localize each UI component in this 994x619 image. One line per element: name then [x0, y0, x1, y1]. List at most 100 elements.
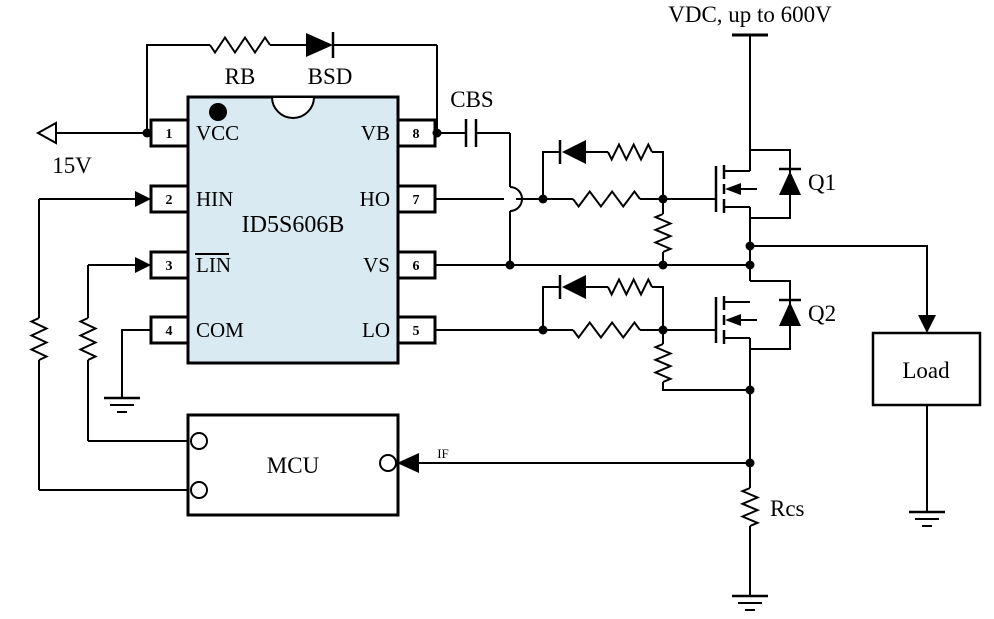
pin-num-6: 6: [413, 259, 420, 274]
if-arrow-icon: [397, 453, 419, 473]
pin-num-1: 1: [166, 127, 173, 142]
resistor-hin-pulldown: [29, 317, 49, 361]
q2-body-diode-icon: [779, 302, 801, 326]
junction-q1-pd-vs: [658, 260, 668, 270]
junction-cbs-vs: [505, 260, 515, 270]
pin-num-8: 8: [413, 127, 420, 142]
capacitor-cbs: [464, 119, 478, 147]
resistor-q1-gs: [652, 213, 674, 253]
mosfet-q1: [714, 165, 757, 213]
pin-num-2: 2: [166, 193, 173, 208]
resistor-lin-pulldown: [78, 317, 98, 361]
pin-label-vs: VS: [363, 253, 390, 277]
junction-rcs-if: [745, 458, 755, 468]
wire-q2-pd2: [662, 382, 750, 391]
pin-label-vb: VB: [361, 121, 390, 145]
15v-label: 15V: [52, 153, 92, 178]
resistor-rcs: [739, 487, 761, 527]
pin-box-6: 6: [396, 250, 437, 280]
ic-name: ID5S606B: [242, 212, 345, 238]
pin-num-3: 3: [166, 259, 173, 274]
bsd-diode-icon: [306, 33, 333, 57]
resistor-q2-gate: [572, 320, 641, 340]
resistor-q1-gate: [572, 189, 641, 209]
q1-turnoff-diode-icon: [562, 140, 586, 164]
q2-turnoff-diode-icon: [562, 275, 586, 299]
rb-label: RB: [225, 64, 256, 89]
junction-q2-source: [745, 385, 755, 395]
resistor-q1-turnoff: [607, 142, 653, 162]
wires: [38, 35, 928, 596]
wire-com-gnd: [121, 329, 151, 398]
mcu-label: MCU: [267, 453, 320, 478]
ic-pin1-dot-icon: [209, 103, 227, 121]
junction-q1-gate: [658, 194, 668, 204]
junction-vcc: [142, 128, 152, 138]
vdc-label: VDC, up to 600V: [668, 2, 832, 27]
wire-q2-diode-loop: [750, 280, 791, 350]
load-arrow-icon: [918, 315, 936, 333]
labels: VDC, up to 600V 15V RB BSD CBS Q1 Q2 Rcs…: [52, 2, 836, 521]
ic-notch-icon: [270, 96, 316, 119]
bsd-label: BSD: [308, 64, 353, 89]
junction-dots: [142, 128, 755, 468]
load-body: [871, 331, 982, 407]
pin-num-7: 7: [413, 193, 420, 208]
mcu-port-right-icon: [379, 454, 397, 472]
resistor-q2-turnoff: [607, 277, 653, 297]
wire-lo-branch-right: [652, 286, 664, 330]
mcu-body: [186, 413, 400, 517]
pin-label-hin: HIN: [196, 187, 233, 211]
q1-arrow-icon: [725, 183, 741, 195]
hin-arrow-icon: [135, 191, 151, 207]
mcu-block: MCU: [186, 413, 400, 517]
junction-vb: [432, 128, 442, 138]
ic-body: [186, 95, 400, 365]
ground-com-icon: [104, 396, 140, 413]
junction-ho-left: [538, 194, 548, 204]
resistor-q2-gs: [652, 343, 674, 383]
pin-label-ho: HO: [360, 187, 390, 211]
resistors: [29, 35, 761, 527]
load-label: Load: [902, 358, 950, 383]
ground-symbols: [104, 396, 945, 611]
q1-body-diode-icon: [779, 171, 801, 195]
pin-box-5: 5: [396, 315, 437, 345]
wire-q1-diode-loop: [750, 149, 791, 219]
pin-label-vcc: VCC: [196, 121, 239, 145]
junction-vs-node: [745, 260, 755, 270]
pin-box-3: 3: [149, 250, 190, 280]
pin-num-4: 4: [166, 324, 173, 339]
pin-box-1: 1: [149, 118, 190, 148]
mcu-port-bottom-icon: [190, 481, 208, 499]
ground-load-icon: [909, 510, 945, 527]
q2-arrow-icon: [725, 314, 741, 326]
resistor-rb: [209, 35, 271, 55]
wire-ho-branch-left: [542, 151, 560, 199]
wire-bootstrap-left: [146, 44, 210, 133]
pin-box-2: 2: [149, 184, 190, 214]
mosfet-q2: [714, 296, 757, 344]
wire-lo-branch-left: [542, 286, 560, 330]
pin-box-7: 7: [396, 184, 437, 214]
pin-box-4: 4: [149, 315, 190, 345]
q2-label: Q2: [808, 301, 836, 326]
wire-ho-branch-right: [652, 151, 664, 199]
pin-label-com: COM: [196, 318, 244, 342]
arrowheads: [35, 121, 936, 473]
junction-q2-gate: [658, 325, 668, 335]
junction-load-node: [745, 241, 755, 251]
rcs-label: Rcs: [770, 496, 805, 521]
q1-label: Q1: [808, 170, 836, 195]
pin-label-lo: LO: [362, 318, 390, 342]
diodes: [306, 32, 801, 326]
pin-box-8: 8: [396, 118, 437, 148]
pin-label-lin: LIN: [196, 253, 231, 277]
pin-num-5: 5: [413, 324, 420, 339]
junction-lo-left: [538, 325, 548, 335]
15v-arrow-icon: [35, 121, 57, 145]
cbs-label: CBS: [450, 87, 493, 112]
wire-load-branch: [750, 245, 928, 319]
mcu-port-top-icon: [190, 432, 208, 450]
